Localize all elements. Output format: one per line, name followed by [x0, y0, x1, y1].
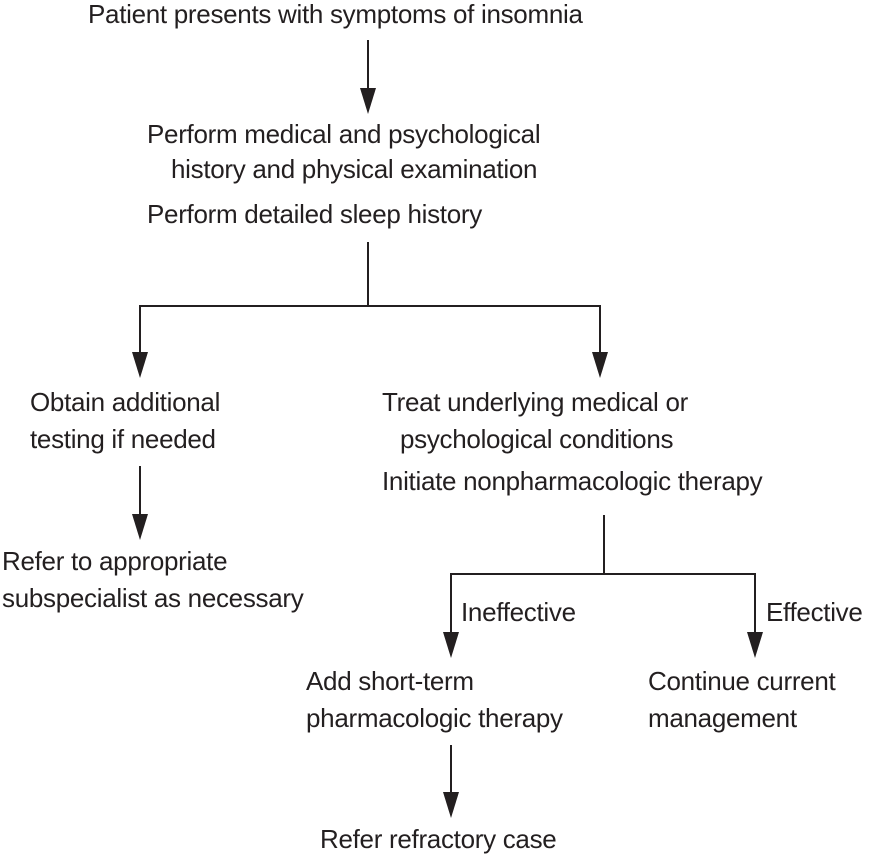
node-treat-line-1: Treat underlying medical or — [382, 387, 688, 417]
node-evaluate-line-1: Perform medical and psychological — [147, 119, 541, 149]
node-pharma-line-1: Add short-term — [306, 666, 474, 696]
node-continue-line-1: Continue current — [648, 666, 836, 696]
node-refer-specialist-line-2: subspecialist as necessary — [2, 583, 304, 613]
node-pharma: Add short-term pharmacologic therapy — [306, 663, 563, 737]
node-testing-line-1: Obtain additional — [30, 387, 221, 417]
arrowhead-icon — [443, 792, 459, 818]
node-refer-specialist-line-1: Refer to appropriate — [2, 546, 228, 576]
node-refractory: Refer refractory case — [320, 821, 557, 858]
arrowhead-icon — [747, 632, 763, 658]
node-evaluate-line-3: Perform detailed sleep history — [147, 199, 482, 229]
arrowhead-icon — [132, 352, 148, 378]
node-testing: Obtain additional testing if needed — [30, 384, 220, 458]
node-continue-line-2: management — [648, 703, 797, 733]
node-continue: Continue current management — [648, 663, 836, 737]
arrowhead-icon — [592, 352, 608, 378]
node-evaluate-line-2: history and physical examination — [171, 154, 538, 184]
node-start: Patient presents with symptoms of insomn… — [88, 0, 583, 33]
node-refractory-line-1: Refer refractory case — [320, 824, 557, 854]
node-treat-line-2: psychological conditions — [400, 424, 674, 454]
arrowhead-icon — [132, 514, 148, 540]
node-pharma-line-2: pharmacologic therapy — [306, 703, 563, 733]
node-treat: Treat underlying medical or psychologica… — [382, 384, 763, 500]
node-start-line-1: Patient presents with symptoms of insomn… — [88, 0, 583, 29]
arrowhead-icon — [443, 632, 459, 658]
node-evaluate: Perform medical and psychological histor… — [147, 116, 541, 233]
node-treat-line-3: Initiate nonpharmacologic therapy — [382, 466, 763, 496]
node-testing-line-2: testing if needed — [30, 424, 216, 454]
arrowhead-icon — [360, 88, 376, 114]
node-refer-specialist: Refer to appropriate subspecialist as ne… — [2, 543, 304, 617]
edge-label-ineffective: Ineffective — [461, 597, 576, 627]
edge-label-effective: Effective — [766, 597, 863, 627]
